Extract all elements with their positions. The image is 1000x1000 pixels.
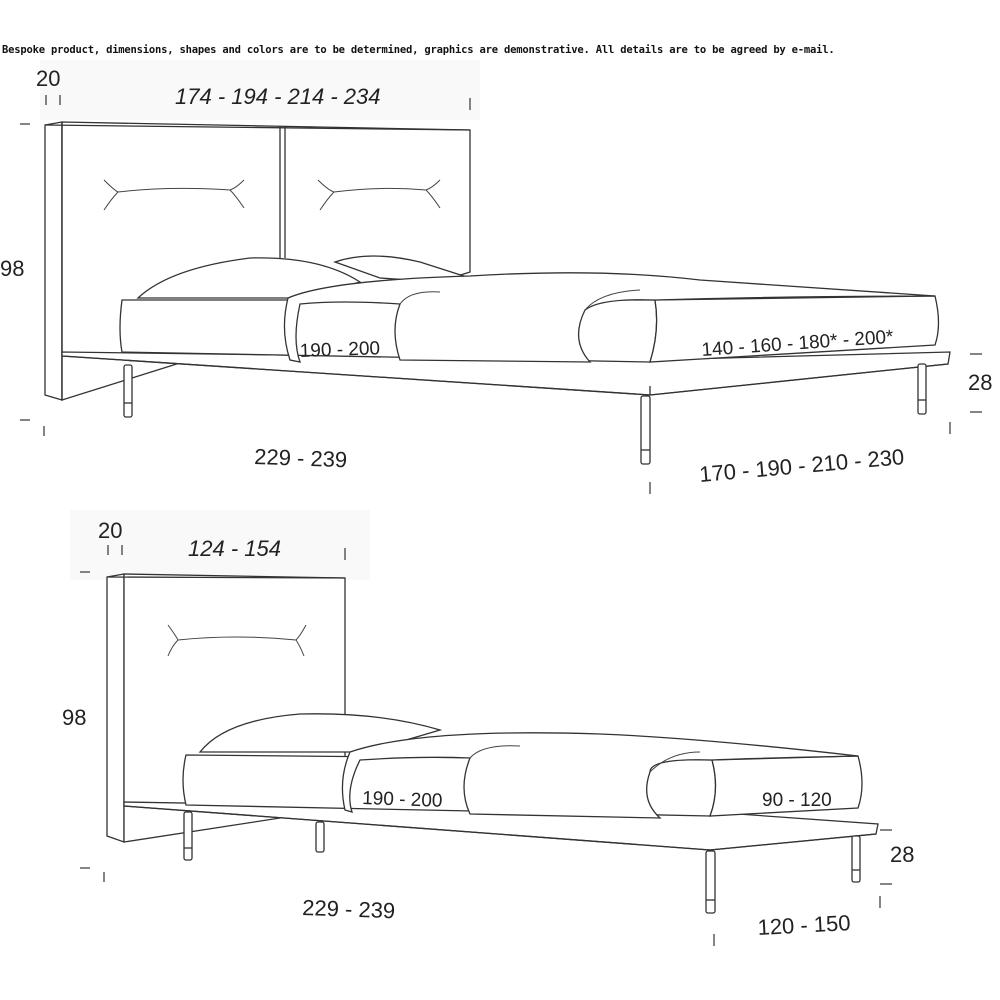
double-headboard-thickness: 20	[36, 66, 60, 91]
single-bed-drawing	[70, 510, 892, 946]
single-total-length: 229 - 239	[302, 895, 396, 923]
double-bed-drawing	[20, 60, 982, 494]
double-headboard-height: 98	[0, 256, 24, 281]
double-total-width: 170 - 190 - 210 - 230	[698, 444, 905, 487]
double-total-length: 229 - 239	[254, 444, 348, 472]
double-mattress-length: 190 - 200	[299, 338, 380, 362]
single-mattress-width: 90 - 120	[762, 790, 832, 811]
single-headboard-thickness: 20	[98, 518, 122, 543]
single-headboard-width: 124 - 154	[188, 536, 281, 561]
single-frame-height: 28	[890, 842, 914, 867]
disclaimer-note: Bespoke product, dimensions, shapes and …	[2, 44, 835, 56]
single-headboard-height: 98	[62, 705, 86, 730]
double-headboard-width: 174 - 194 - 214 - 234	[175, 84, 380, 109]
single-total-width: 120 - 150	[757, 910, 851, 940]
single-mattress-length: 190 - 200	[362, 788, 443, 812]
double-frame-height: 28	[968, 370, 992, 395]
